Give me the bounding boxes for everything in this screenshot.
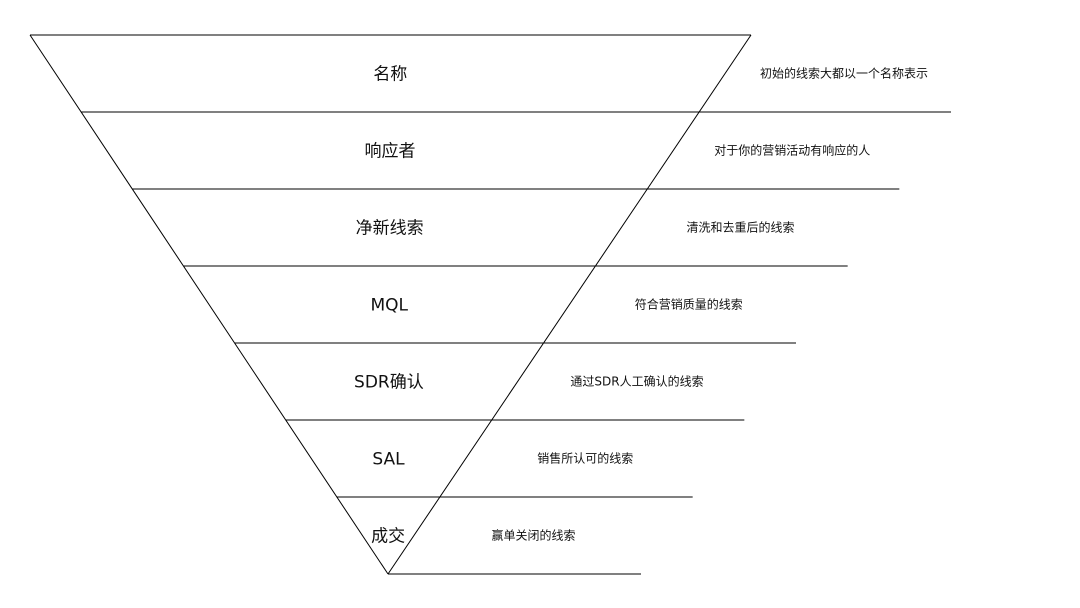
funnel-right-edge: [387, 34, 752, 575]
funnel-left-edge: [29, 34, 389, 575]
stage-name: 成交: [371, 527, 405, 547]
stage-description: 销售所认可的线索: [537, 451, 633, 466]
stage-name: SAL: [372, 450, 405, 470]
stage-description: 清洗和去重后的线索: [687, 220, 795, 235]
stage-description: 对于你的营销活动有响应的人: [714, 143, 870, 158]
stage-description: 符合营销质量的线索: [635, 297, 743, 312]
stage-description: 赢单关闭的线索: [491, 528, 575, 543]
stage-name: 净新线索: [356, 219, 424, 239]
stage-name: SDR确认: [354, 373, 424, 393]
stage-name: 名称: [373, 65, 407, 85]
funnel-outline: [29, 34, 951, 575]
stage-description: 初始的线索大都以一个名称表示: [760, 66, 928, 81]
stage-name: 响应者: [364, 142, 415, 162]
stage-description: 通过SDR人工确认的线索: [570, 374, 703, 389]
stage-name: MQL: [370, 296, 408, 316]
